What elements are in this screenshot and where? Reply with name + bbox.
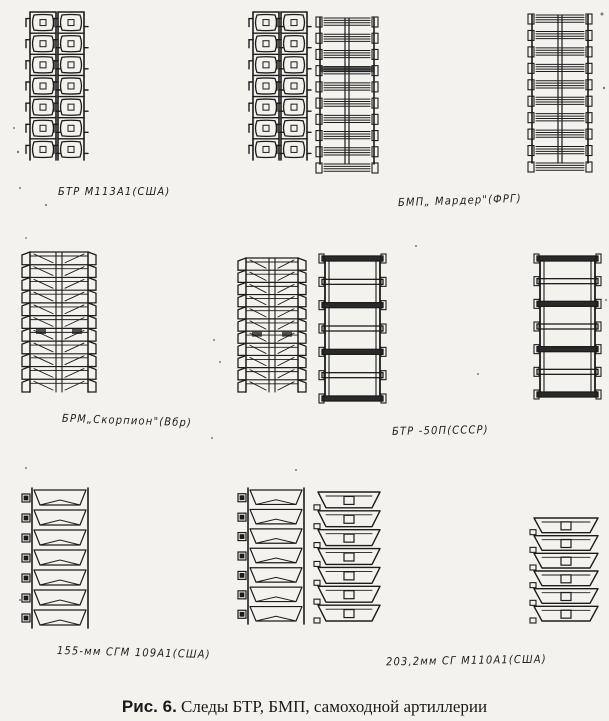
track-print-marder-wide	[527, 13, 593, 173]
figure-label: Рис. 6.	[121, 697, 177, 716]
track-print-marder-ladder	[315, 16, 379, 174]
scan-specks	[13, 12, 607, 601]
track-print-m110-right	[529, 517, 599, 624]
track-print-m109-right	[237, 487, 305, 625]
track-print-marder-narrow	[248, 11, 312, 161]
track-print-scorpion-right	[237, 257, 307, 393]
track-print-btr50-right	[533, 253, 602, 400]
caption-m113a1: БТР М113А1(США)	[58, 185, 171, 198]
figure-title: Следы БТР, БМП, самоходной артиллерии	[181, 697, 488, 716]
track-print-btr50-left	[318, 253, 387, 404]
track-print-m113a1	[25, 11, 89, 161]
caption-btr50: БТР -50П(СССР)	[391, 423, 489, 438]
figure-caption: Рис. 6. Следы БТР, БМП, самоходной артил…	[0, 697, 609, 717]
track-print-scorpion-left	[21, 251, 97, 393]
track-print-m110-left	[313, 491, 381, 624]
track-print-m109-left	[21, 487, 89, 629]
